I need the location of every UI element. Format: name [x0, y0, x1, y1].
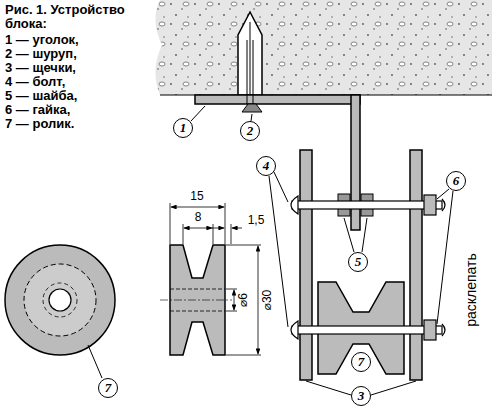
dimension: 8: [194, 211, 203, 224]
part-list-item: 3 — щечки,: [5, 61, 76, 75]
callout-number: 4: [256, 156, 276, 176]
angle-bracket: [195, 95, 360, 104]
callout-number: 6: [446, 171, 466, 191]
callout-number: 7: [98, 378, 118, 398]
callout-text: 7: [105, 381, 112, 395]
callout-number: 5: [348, 252, 368, 272]
part-list-item: 7 — ролик.: [5, 117, 74, 131]
callout-text: 4: [263, 159, 270, 173]
callout-text: 7: [358, 355, 365, 369]
cheek-plate: [300, 150, 312, 380]
part-list-item: 2 — шуруп,: [5, 47, 77, 61]
dimension: 1,5: [247, 214, 266, 227]
part-list-item: 6 — гайка,: [5, 103, 70, 117]
callout-text: 3: [358, 389, 365, 403]
leader-lines: [88, 106, 453, 395]
ceiling: [155, 0, 492, 95]
figure-title: Рис. 1. Устройство блока:: [5, 3, 155, 31]
callout-text: 6: [453, 174, 460, 188]
callout-number: 3: [351, 386, 371, 406]
callout-text: 2: [247, 124, 254, 138]
callout-number: 2: [240, 121, 260, 141]
part-list-item: 4 — болт,: [5, 75, 65, 89]
bolt: [292, 326, 442, 334]
callout-text: 5: [355, 255, 362, 269]
dimension: ⌀6: [237, 292, 250, 308]
part-list-item: 1 — уголок,: [5, 33, 79, 47]
part-list-item: 5 — шайба,: [5, 89, 77, 103]
callout-text: 1: [180, 121, 187, 135]
screw: [242, 104, 262, 112]
note: расклепать: [464, 252, 479, 328]
dimension: 15: [189, 190, 204, 203]
dimension: ⌀30: [261, 289, 274, 312]
wood-plug: [238, 12, 262, 95]
bolt: [292, 201, 442, 209]
cheek-plate: [410, 150, 422, 380]
callout-number: 7: [351, 352, 371, 372]
callout-number: 1: [173, 118, 193, 138]
nut: [424, 320, 436, 340]
nut: [424, 195, 436, 215]
roller-front-view: [5, 245, 115, 355]
